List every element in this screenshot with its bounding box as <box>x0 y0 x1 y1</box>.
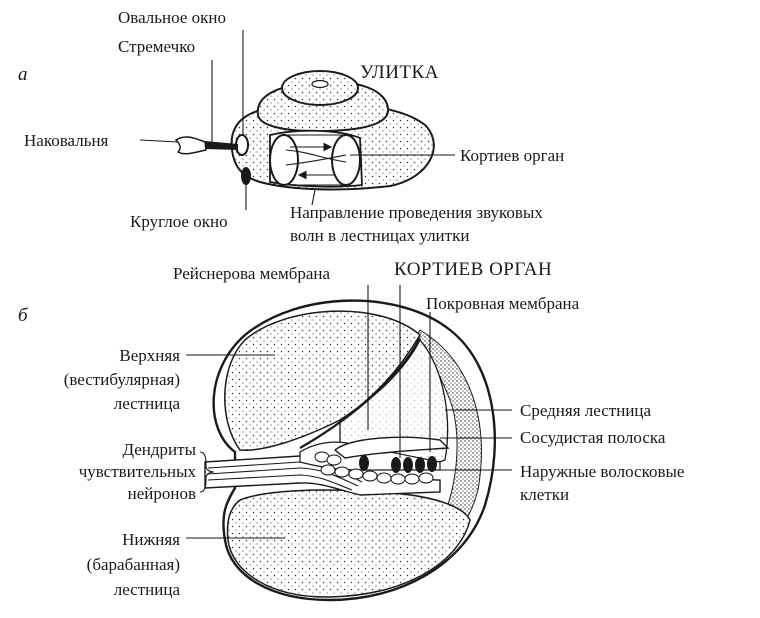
label-round-window: Круглое окно <box>130 212 228 231</box>
label-middle-scala: Средняя лестница <box>520 401 652 420</box>
label-organ-of-corti-a: Кортиев орган <box>460 146 564 165</box>
cochlea-shell-drawing <box>174 70 435 191</box>
panel-a-letter: а <box>18 64 28 85</box>
label-dendrites-3: нейронов <box>128 484 196 503</box>
label-dendrites-1: Дендриты <box>122 440 196 459</box>
label-direction-line-2: волн в лестницах улитки <box>290 226 469 245</box>
label-lower-scala-3: лестница <box>114 580 181 599</box>
label-dendrites-2: чувствительных <box>79 462 197 481</box>
panel-a-title: УЛИТКА <box>360 62 439 83</box>
label-lower-scala-1: Нижняя <box>122 530 180 549</box>
panel-b-title: КОРТИЕВ ОРГАН <box>394 259 552 280</box>
label-upper-scala-1: Верхняя <box>119 346 180 365</box>
label-lower-scala-2: (барабанная) <box>87 555 180 574</box>
label-direction-line-1: Направление проведения звуковых <box>290 203 543 222</box>
label-stapes: Стремечко <box>118 37 195 56</box>
label-oval-window: Овальное окно <box>118 8 226 27</box>
label-stria-vascularis: Сосудистая полоска <box>520 428 666 447</box>
label-incus: Наковальня <box>24 131 109 150</box>
panel-b: б КОРТИЕВ ОРГАН <box>18 259 684 602</box>
label-upper-scala-3: лестница <box>114 394 181 413</box>
label-outer-hair-cells-1: Наружные волосковые <box>520 462 684 481</box>
label-tectorial-membrane: Покровная мембрана <box>426 294 580 313</box>
panel-a: а УЛИТКА <box>18 8 564 245</box>
cochlea-cross-section <box>204 299 497 602</box>
label-upper-scala-2: (вестибулярная) <box>64 370 180 389</box>
label-reissner-membrane: Рейснерова мембрана <box>173 264 331 283</box>
label-outer-hair-cells-2: клетки <box>520 485 569 504</box>
panel-b-letter: б <box>18 305 29 326</box>
